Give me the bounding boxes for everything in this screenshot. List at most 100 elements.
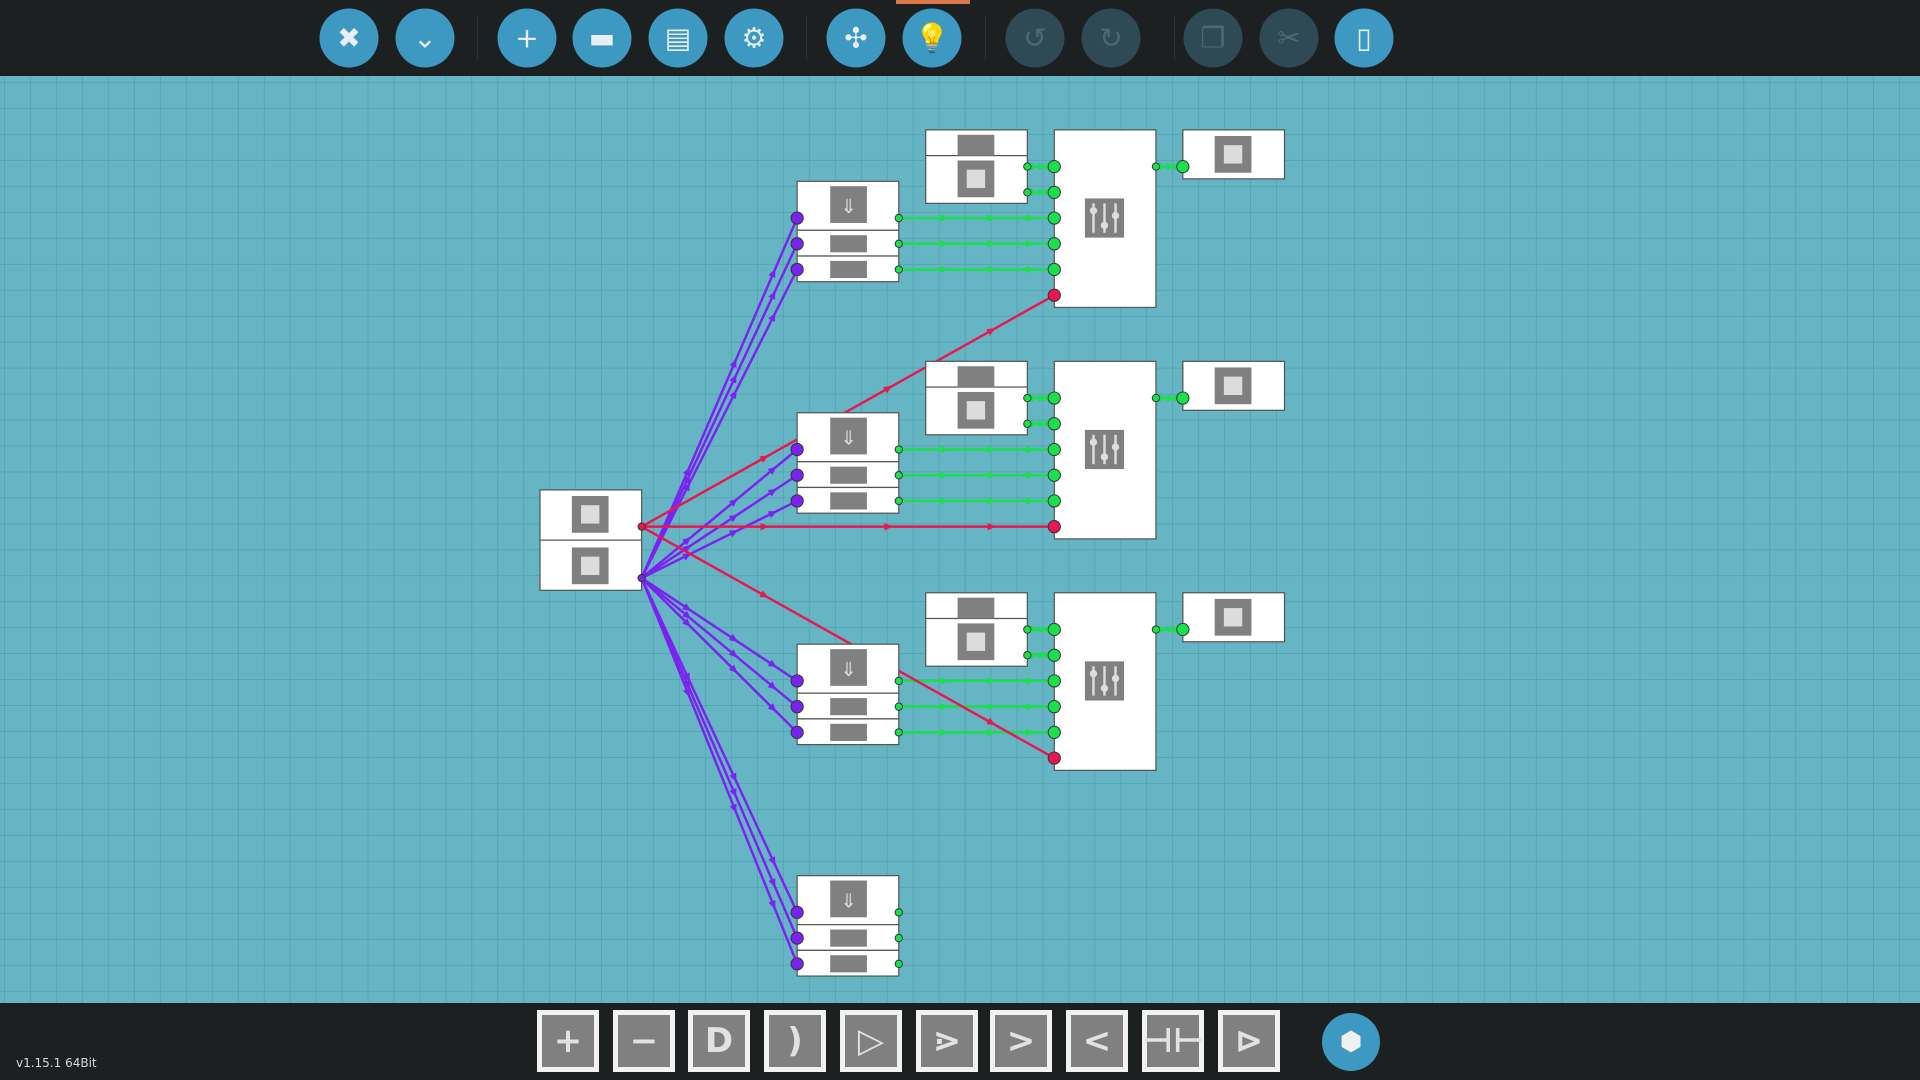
port[interactable]: [1047, 622, 1061, 637]
port[interactable]: [1047, 751, 1061, 765]
port[interactable]: [1047, 288, 1061, 302]
wire-arrow: [728, 530, 739, 538]
port[interactable]: [1023, 162, 1032, 171]
wire-arrow: [987, 522, 997, 531]
port[interactable]: [790, 725, 804, 739]
port[interactable]: [790, 700, 804, 714]
wire-arrow: [682, 553, 692, 561]
port[interactable]: [1151, 625, 1161, 634]
port[interactable]: [894, 959, 903, 968]
port[interactable]: [1047, 494, 1061, 508]
redo-button[interactable]: ↻: [1081, 8, 1141, 68]
subtract-gate-button[interactable]: −: [613, 1010, 675, 1072]
port[interactable]: [637, 573, 646, 583]
splitter-icon: [830, 649, 867, 686]
wire-arrow: [1026, 702, 1035, 711]
port[interactable]: [1047, 520, 1061, 534]
port[interactable]: [894, 445, 903, 454]
port[interactable]: [1047, 725, 1061, 739]
arrange-button[interactable]: ✣: [826, 8, 886, 68]
port[interactable]: [894, 702, 903, 711]
port[interactable]: [1047, 262, 1061, 277]
port[interactable]: [894, 239, 903, 248]
copy-button[interactable]: ❐: [1183, 8, 1243, 68]
port[interactable]: [1023, 188, 1032, 197]
port[interactable]: [894, 728, 903, 737]
close-button[interactable]: ✖: [319, 8, 379, 68]
nor-gate-button[interactable]: ⊳: [1218, 1010, 1280, 1072]
port[interactable]: [1047, 160, 1061, 174]
port[interactable]: [1023, 651, 1032, 660]
port[interactable]: [1047, 648, 1061, 662]
port[interactable]: [894, 471, 903, 480]
port[interactable]: [790, 494, 804, 508]
port[interactable]: [790, 262, 804, 277]
wire: [640, 577, 799, 939]
port[interactable]: [790, 957, 804, 971]
port[interactable]: [1023, 625, 1032, 634]
port[interactable]: [790, 905, 804, 919]
port[interactable]: [1176, 160, 1190, 174]
port[interactable]: [1176, 391, 1190, 405]
output-icon-inner: [1223, 145, 1243, 164]
port[interactable]: [1047, 417, 1061, 431]
greater-than-button[interactable]: >: [990, 1010, 1052, 1072]
port[interactable]: [1176, 622, 1190, 637]
port[interactable]: [1023, 419, 1032, 428]
port[interactable]: [1047, 185, 1061, 199]
wire-arrow: [1159, 394, 1168, 402]
undo-button[interactable]: ↺: [1005, 8, 1065, 68]
port[interactable]: [790, 442, 804, 457]
steam-button[interactable]: ⚙: [724, 8, 784, 68]
capacitor-icon: ⊣⊢: [1142, 1015, 1204, 1067]
port[interactable]: [894, 676, 903, 686]
wire-arrow: [940, 702, 950, 711]
capacitor-button[interactable]: ⊣⊢: [1142, 1010, 1204, 1072]
not-gate-button[interactable]: ▷: [840, 1010, 902, 1072]
port[interactable]: [1151, 393, 1161, 403]
wire-arrow: [759, 590, 769, 598]
dropdown-menu-button[interactable]: ⌄: [395, 8, 455, 68]
port[interactable]: [894, 265, 903, 274]
wire-arrow: [987, 677, 996, 685]
port[interactable]: [1047, 442, 1061, 457]
folder-button[interactable]: ▬: [572, 8, 632, 68]
port[interactable]: [1047, 468, 1061, 482]
paste-button[interactable]: ▯: [1334, 8, 1394, 68]
cut-button[interactable]: ✂: [1259, 8, 1319, 68]
port[interactable]: [894, 213, 903, 223]
port[interactable]: [894, 933, 903, 943]
and-gate-button[interactable]: D: [688, 1010, 750, 1072]
constant-icon: [957, 597, 995, 619]
port[interactable]: [790, 237, 804, 251]
wire-arrow: [987, 240, 996, 248]
new-button[interactable]: +: [497, 8, 557, 68]
xor-gate-button[interactable]: ⋗: [916, 1010, 978, 1072]
less-than-button[interactable]: <: [1066, 1010, 1128, 1072]
lightbulb-button[interactable]: 💡: [902, 8, 962, 68]
wire-arrow: [987, 214, 996, 222]
save-button[interactable]: ▤: [648, 8, 708, 68]
port[interactable]: [790, 211, 804, 225]
components-button[interactable]: ⬢: [1322, 1013, 1380, 1071]
folder-icon: ▬: [588, 21, 616, 55]
or-gate-button[interactable]: ): [764, 1010, 826, 1072]
port[interactable]: [1047, 700, 1061, 714]
port[interactable]: [1047, 391, 1061, 405]
port[interactable]: [1047, 674, 1061, 688]
port[interactable]: [1047, 211, 1061, 225]
node-canvas[interactable]: ⇓⇓⇓⇓: [0, 76, 1920, 1003]
port[interactable]: [1047, 237, 1061, 251]
port[interactable]: [790, 674, 804, 688]
port[interactable]: [894, 496, 903, 506]
wire-arrow: [767, 703, 777, 712]
port[interactable]: [790, 468, 804, 482]
wire-arrow: [768, 856, 776, 866]
port[interactable]: [1023, 393, 1032, 403]
port[interactable]: [790, 931, 804, 945]
port[interactable]: [894, 908, 903, 917]
port[interactable]: [637, 522, 646, 531]
add-gate-button[interactable]: +: [537, 1010, 599, 1072]
port[interactable]: [1151, 162, 1161, 171]
splitter-node[interactable]: [796, 718, 900, 746]
